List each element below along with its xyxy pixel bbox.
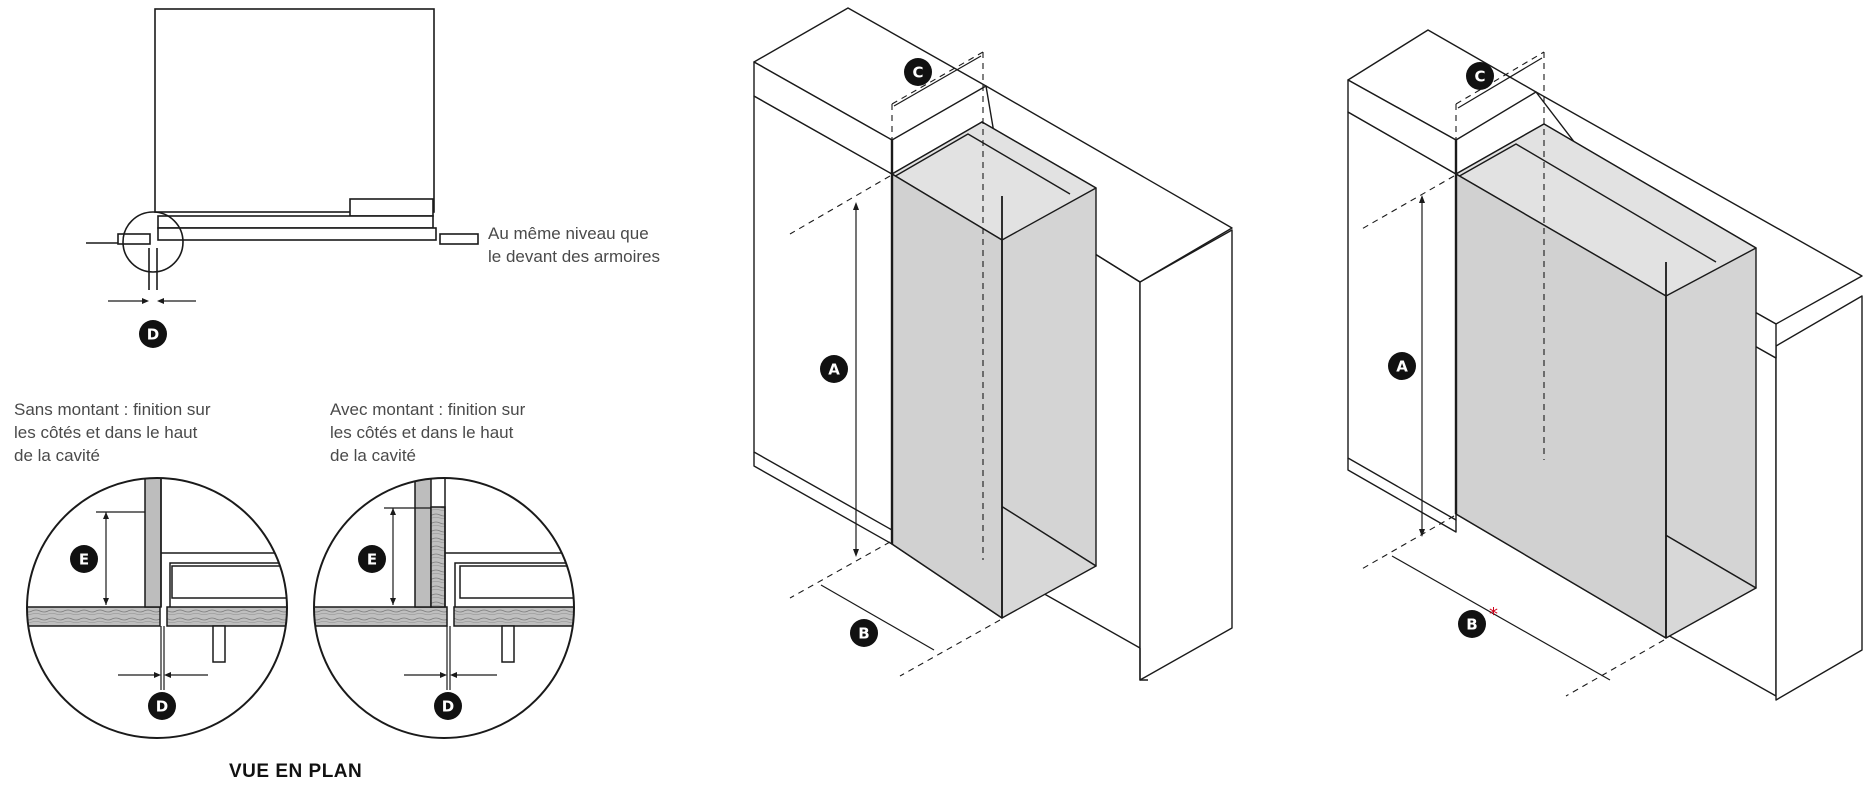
without-trim-line-2: les côtés et dans le haut: [14, 423, 198, 442]
svg-text:B: B: [1466, 616, 1477, 634]
door-base: [157, 227, 437, 241]
badge-c-right: C: [1466, 62, 1494, 90]
detail-circle: [122, 211, 184, 273]
badge-a-middle: A: [820, 355, 848, 383]
asterisk-mark: *: [1489, 604, 1498, 625]
appliance-outline: [154, 8, 435, 213]
svg-text:D: D: [442, 698, 454, 716]
badge-e-left: E: [70, 545, 98, 573]
top-plan-detail: [86, 8, 479, 304]
flush-note-line-2: le devant des armoires: [488, 247, 660, 266]
with-trim-line-3: de la cavité: [330, 446, 416, 465]
badge-a-right: A: [1388, 352, 1416, 380]
badge-d-right: D: [434, 692, 462, 720]
door-panel: [157, 215, 434, 229]
svg-text:C: C: [912, 64, 923, 82]
with-trim-note: Avec montant : finition sur les côtés et…: [330, 398, 525, 467]
badge-d-top: D: [139, 320, 167, 348]
svg-text:A: A: [1396, 358, 1408, 376]
cavity-isometric-narrow: [753, 7, 1233, 681]
plan-view-caption: VUE EN PLAN: [229, 761, 363, 782]
detail-without-trim: [26, 477, 288, 739]
without-trim-line-3: de la cavité: [14, 446, 100, 465]
flush-note-line-1: Au même niveau que: [488, 224, 649, 243]
svg-text:B: B: [858, 625, 869, 643]
cavity-isometric-wide: [1347, 29, 1863, 701]
cavity-front-face: [891, 173, 1003, 619]
badge-b-middle: B: [850, 619, 878, 647]
badge-b-right: B: [1458, 610, 1486, 638]
svg-text:D: D: [147, 326, 159, 344]
cabinet-front-left: [117, 233, 151, 245]
flush-note: Au même niveau que le devant des armoire…: [488, 222, 660, 268]
detail-with-trim: [313, 477, 575, 739]
badge-e-right: E: [358, 545, 386, 573]
svg-text:E: E: [367, 551, 377, 569]
door-handle: [349, 198, 434, 217]
cabinet-front-right: [439, 233, 479, 245]
svg-text:A: A: [828, 361, 840, 379]
badge-d-left: D: [148, 692, 176, 720]
badge-c-middle: C: [904, 58, 932, 86]
with-trim-line-1: Avec montant : finition sur: [330, 400, 526, 419]
svg-text:E: E: [79, 551, 89, 569]
svg-text:C: C: [1474, 68, 1485, 86]
without-trim-note: Sans montant : finition sur les côtés et…: [14, 398, 211, 467]
without-trim-line-1: Sans montant : finition sur: [14, 400, 211, 419]
with-trim-line-2: les côtés et dans le haut: [330, 423, 514, 442]
svg-text:D: D: [156, 698, 168, 716]
